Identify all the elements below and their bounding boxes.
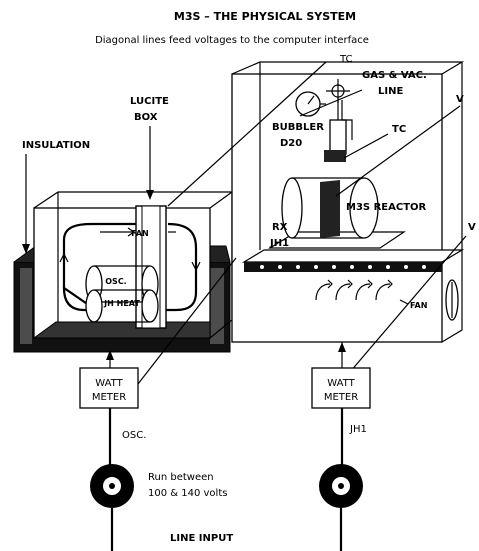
watt-meter-right: WATT METER xyxy=(311,367,371,409)
tc-top-label: TC xyxy=(339,54,353,65)
jh1-label: JH1 xyxy=(269,238,289,249)
diagram-subtitle: Diagonal lines feed voltages to the comp… xyxy=(95,35,369,46)
jh-heat-label: JH HEAT xyxy=(103,299,140,308)
tc-mid-label: TC xyxy=(392,124,406,135)
watt-meter-left: WATT METER xyxy=(79,367,139,409)
osc-label: OSC. xyxy=(105,277,126,286)
run-between-label-line1: Run between xyxy=(148,472,214,483)
watt-meter-left-line2: METER xyxy=(92,392,126,403)
watt-meter-left-line1: WATT xyxy=(95,378,123,389)
left-calorimeter-assembly: FAN OSC. JH HEAT xyxy=(13,191,234,353)
line-input-label: LINE INPUT xyxy=(170,533,233,544)
bubbler-label-line1: BUBBLER xyxy=(272,122,324,133)
rx-label: RX xyxy=(272,222,288,233)
signal-lines xyxy=(137,61,467,385)
fan-right-label: FAN xyxy=(410,301,427,310)
jh1-under-label: JH1 xyxy=(349,424,367,435)
v-right-label: V xyxy=(468,222,476,233)
osc-under-label: OSC. xyxy=(122,430,146,441)
bubbler-label-line2: D20 xyxy=(280,138,302,149)
watt-meter-right-line2: METER xyxy=(324,392,358,403)
lucite-label-line2: BOX xyxy=(134,112,158,123)
run-between-label-line2: 100 & 140 volts xyxy=(148,488,227,499)
diagram-title: M3S – THE PHYSICAL SYSTEM xyxy=(174,10,356,23)
gas-vac-label-line2: LINE xyxy=(378,86,403,97)
right-reactor-assembly xyxy=(231,61,465,343)
lucite-label-line1: LUCITE xyxy=(130,96,169,107)
fan-left-label: FAN xyxy=(131,229,148,238)
v-top-label: V xyxy=(456,94,464,105)
reactor-label: M3S REACTOR xyxy=(346,202,427,213)
gas-vac-label-line1: GAS & VAC. xyxy=(362,70,427,81)
insulation-label: INSULATION xyxy=(22,140,90,151)
watt-meter-right-line1: WATT xyxy=(327,378,355,389)
variac-left xyxy=(90,464,134,551)
variac-right xyxy=(319,464,363,551)
